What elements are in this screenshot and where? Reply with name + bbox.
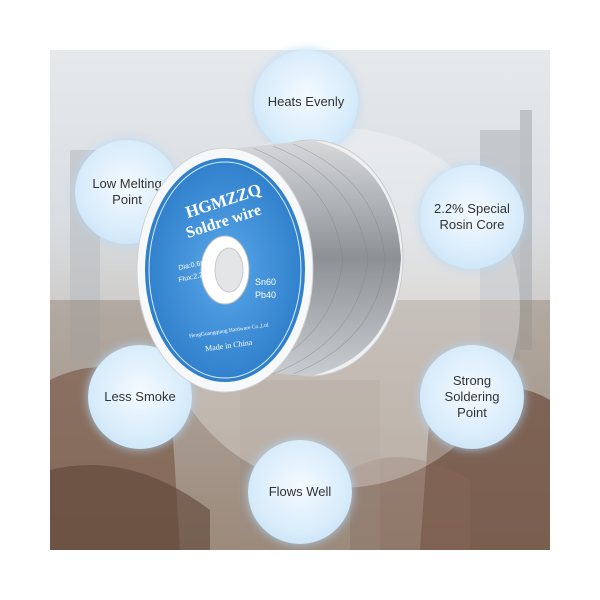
feature-label: 2.2% Special Rosin Core <box>434 201 510 232</box>
pb-text: Pb40 <box>255 290 276 300</box>
feature-label: Heats Evenly <box>267 94 345 109</box>
feature-bubble-heats: Heats Evenly <box>254 50 358 154</box>
sn-text: Sn60 <box>255 277 276 287</box>
feature-label: Less Smoke <box>104 389 176 404</box>
solder-spool: HGMZZQ Soldre wire Dia:0.6mm Flux:2.2% S… <box>136 139 404 393</box>
feature-bubble-strong: Strong Soldering Point <box>420 345 524 449</box>
feature-bubble-flows: Flows Well <box>248 440 352 544</box>
feature-label: Low Melting Point <box>92 176 162 207</box>
feature-label: Flows Well <box>268 484 332 499</box>
feature-label: Strong Soldering Point <box>444 373 500 420</box>
feature-bubble-rosin: 2.2% Special Rosin Core <box>420 165 524 269</box>
